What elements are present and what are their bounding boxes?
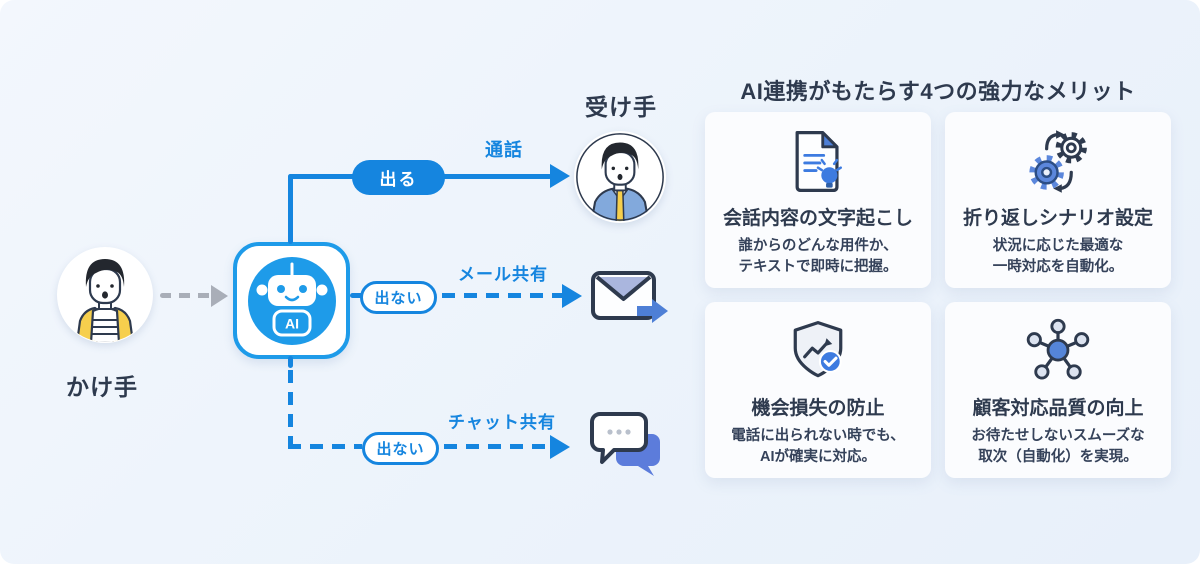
merit-card-title: 機会損失の防止 [751,398,885,419]
chat-path-vertical-dashed-line [288,370,293,448]
desc-line: 一時対応を自動化。 [992,259,1124,276]
receiver-label: 受け手 [585,94,657,120]
chat-share-label: チャット共有 [448,413,556,432]
mail-share-icon [590,266,668,333]
chat-path-stub-line [288,356,293,368]
caller-to-ai-connector [160,293,212,298]
chat-path-dashed-line-right [444,444,550,449]
receiver-avatar [574,131,666,223]
merit-card-desc: 電話に出られない時でも、 AIが確実に対応。 [731,426,905,468]
chat-share-icon [586,410,666,483]
call-label: 通話 [485,140,523,160]
answer-path-vertical-line [288,174,293,244]
desc-line: 電話に出られない時でも、 [731,428,905,444]
merit-card-desc: 誰からのどんな用件か、 テキストで即時に把握。 [738,236,897,278]
desc-line: 状況に応じた最適な [992,238,1124,254]
desc-line: AIが確実に対応。 [759,449,876,466]
caller-person-icon [58,248,152,342]
merit-card-desc: お待たせしないスムーズな 取次（自動化）を実現。 [971,426,1144,468]
desc-line: テキストで即時に把握。 [738,259,898,276]
ai-badge-text: AI [285,315,299,331]
mail-share-label: メール共有 [458,265,548,284]
merit-card-title: 顧客対応品質の向上 [972,398,1144,419]
merit-card-title: 折り返しシナリオ設定 [962,208,1153,229]
chat-path-dashed-line-left [288,444,362,449]
ai-agent-box: AI [233,242,350,359]
no-answer-pill-chat: 出ない [362,432,439,465]
answer-pill: 出る [352,160,445,195]
mail-path-dashed-line [442,293,562,298]
shield-check-icon [782,314,854,390]
merit-card-desc: 状況に応じた最適な 一時対応を自動化。 [993,236,1124,278]
merit-card-quality: 顧客対応品質の向上 お待たせしないスムーズな 取次（自動化）を実現。 [945,302,1171,478]
callback-gears-icon [1022,124,1094,200]
caller-label: かけ手 [66,374,138,400]
caller-to-ai-arrowhead-icon [211,285,228,307]
merit-card-transcription: 会話内容の文字起こし 誰からのどんな用件か、 テキストで即時に把握。 [705,112,931,288]
merit-card-loss-prevention: 機会損失の防止 電話に出られない時でも、 AIが確実に対応。 [705,302,931,478]
answer-path-arrowhead-icon [550,164,570,188]
merits-panel-title: AI連携がもたらす4つの強力なメリット [740,79,1136,104]
document-transcript-icon [782,124,854,200]
merit-card-callback-scenario: 折り返しシナリオ設定 状況に応じた最適な 一時対応を自動化。 [945,112,1171,288]
receiver-person-icon [575,132,665,222]
network-hub-icon [1022,314,1094,390]
desc-line: 取次（自動化）を実現。 [978,449,1138,466]
gear-filled [1029,155,1064,190]
merit-card-title: 会話内容の文字起こし [722,208,913,229]
mail-path-arrowhead-icon [562,284,582,308]
caller-avatar [57,247,153,343]
mail-path-stub-line [350,293,366,298]
no-answer-pill-mail: 出ない [360,281,437,314]
chat-path-arrowhead-icon [550,435,570,459]
gear-outline [1055,132,1087,164]
ai-robot-icon: AI [247,256,336,345]
desc-line: 誰からのどんな用件か、 [738,238,898,254]
desc-line: お待たせしないスムーズな [971,428,1145,444]
